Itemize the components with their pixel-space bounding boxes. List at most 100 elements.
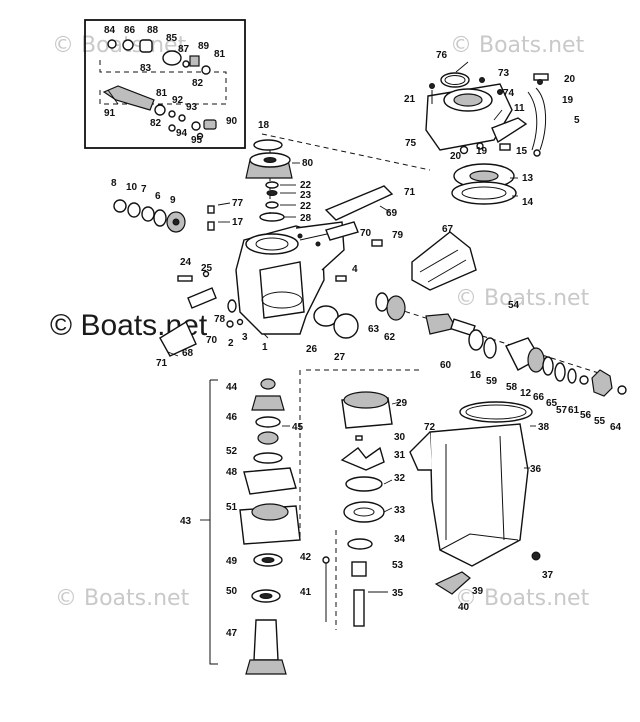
callout-21: 21: [404, 94, 416, 105]
callout-13: 13: [522, 173, 534, 184]
callout-43: 43: [180, 516, 192, 527]
callout-73: 73: [498, 68, 510, 79]
pinion-gear-stack: [245, 139, 293, 222]
callout-81-top: 81: [214, 49, 226, 60]
callout-55: 55: [594, 416, 606, 427]
callout-62: 62: [384, 332, 396, 343]
callout-35: 35: [392, 588, 404, 599]
callout-17: 17: [232, 217, 244, 228]
callout-64: 64: [610, 422, 622, 433]
pin-4: [335, 275, 347, 282]
callout-65: 65: [546, 398, 558, 409]
callout-30: 30: [394, 432, 406, 443]
callout-63: 63: [368, 324, 380, 335]
callout-94: 94: [176, 128, 188, 139]
callout-59: 59: [486, 376, 498, 387]
callout-3: 3: [242, 332, 248, 343]
callout-87: 87: [178, 44, 190, 55]
callout-95: 95: [191, 135, 203, 146]
callout-40: 40: [458, 602, 470, 613]
callout-72: 72: [424, 422, 436, 433]
watermark-top-right: © Boats.net: [450, 33, 585, 58]
seal-stack-left: [113, 199, 186, 233]
callout-8: 8: [111, 178, 117, 189]
callout-37: 37: [542, 570, 554, 581]
callout-67: 67: [442, 224, 454, 235]
callout-34: 34: [394, 534, 406, 545]
callout-29: 29: [396, 398, 408, 409]
callout-71-bottom: 71: [156, 358, 168, 369]
callout-18: 18: [258, 120, 270, 131]
callout-19-top: 19: [562, 95, 574, 106]
callout-27: 27: [334, 352, 346, 363]
o-ring-26: [313, 305, 339, 327]
callout-80: 80: [302, 158, 314, 169]
callout-labels: 84 86 88 85 87 89 81 83 82 81 92 91 93 8…: [104, 25, 622, 639]
callout-78: 78: [214, 314, 226, 325]
callout-41: 41: [300, 587, 312, 598]
callout-71-top: 71: [404, 187, 416, 198]
callout-66: 66: [533, 392, 545, 403]
callout-26: 26: [306, 344, 318, 355]
pin-2: [226, 320, 234, 328]
callout-39: 39: [472, 586, 484, 597]
callout-51: 51: [226, 502, 238, 513]
callout-25: 25: [201, 263, 213, 274]
plate-70-top: [325, 221, 359, 241]
callout-52: 52: [226, 446, 238, 457]
callout-5: 5: [574, 115, 580, 126]
callout-76: 76: [436, 50, 448, 61]
callout-88: 88: [147, 25, 159, 36]
callout-60: 60: [440, 360, 452, 371]
pin-3: [236, 318, 244, 326]
callout-24: 24: [180, 257, 192, 268]
callout-14: 14: [522, 197, 534, 208]
callout-4: 4: [352, 264, 358, 275]
callout-11: 11: [514, 103, 525, 114]
propeller-shaft-assembly: [375, 292, 627, 397]
callout-61: 61: [568, 405, 580, 416]
callout-33: 33: [394, 505, 406, 516]
water-pump-column: [306, 369, 420, 630]
callout-23: 23: [300, 190, 312, 201]
lower-gearcase-housing: [409, 401, 541, 595]
watermark-middle-right: © Boats.net: [455, 286, 590, 311]
callout-46: 46: [226, 412, 238, 423]
callout-57: 57: [556, 405, 568, 416]
watermark-bottom-right: © Boats.net: [455, 586, 590, 611]
bolt-77: [207, 205, 215, 214]
shift-assembly-inset: [84, 19, 246, 149]
callout-44: 44: [226, 382, 238, 393]
callout-75: 75: [405, 138, 417, 149]
callout-56: 56: [580, 410, 592, 421]
callout-22-lower: 22: [300, 201, 312, 212]
leader-lines: [167, 61, 536, 593]
gasket-68: [159, 320, 197, 357]
callout-81-bottom: 81: [156, 88, 168, 99]
callout-69: 69: [386, 208, 398, 219]
exhaust-fin-67: [411, 231, 477, 291]
callout-10: 10: [126, 182, 138, 193]
callout-20-bottom: 20: [450, 151, 462, 162]
prop-shaft-guide: [387, 305, 609, 377]
callout-6: 6: [155, 191, 161, 202]
callout-15: 15: [516, 146, 528, 157]
bolt-24: [177, 275, 193, 282]
callout-83: 83: [140, 63, 152, 74]
callout-58: 58: [506, 382, 518, 393]
callout-54: 54: [508, 300, 520, 311]
callout-74: 74: [503, 88, 515, 99]
callout-42: 42: [300, 552, 312, 563]
callout-70-bottom: 70: [206, 335, 218, 346]
callout-79: 79: [392, 230, 404, 241]
callout-36: 36: [530, 464, 542, 475]
callout-12: 12: [520, 388, 532, 399]
bolt-17: [207, 221, 215, 231]
callout-85: 85: [166, 33, 178, 44]
callout-49: 49: [226, 556, 238, 567]
callout-84: 84: [104, 25, 116, 36]
callout-68: 68: [182, 348, 194, 359]
callout-16: 16: [470, 370, 482, 381]
callout-77: 77: [232, 198, 244, 209]
part-79: [371, 239, 383, 247]
